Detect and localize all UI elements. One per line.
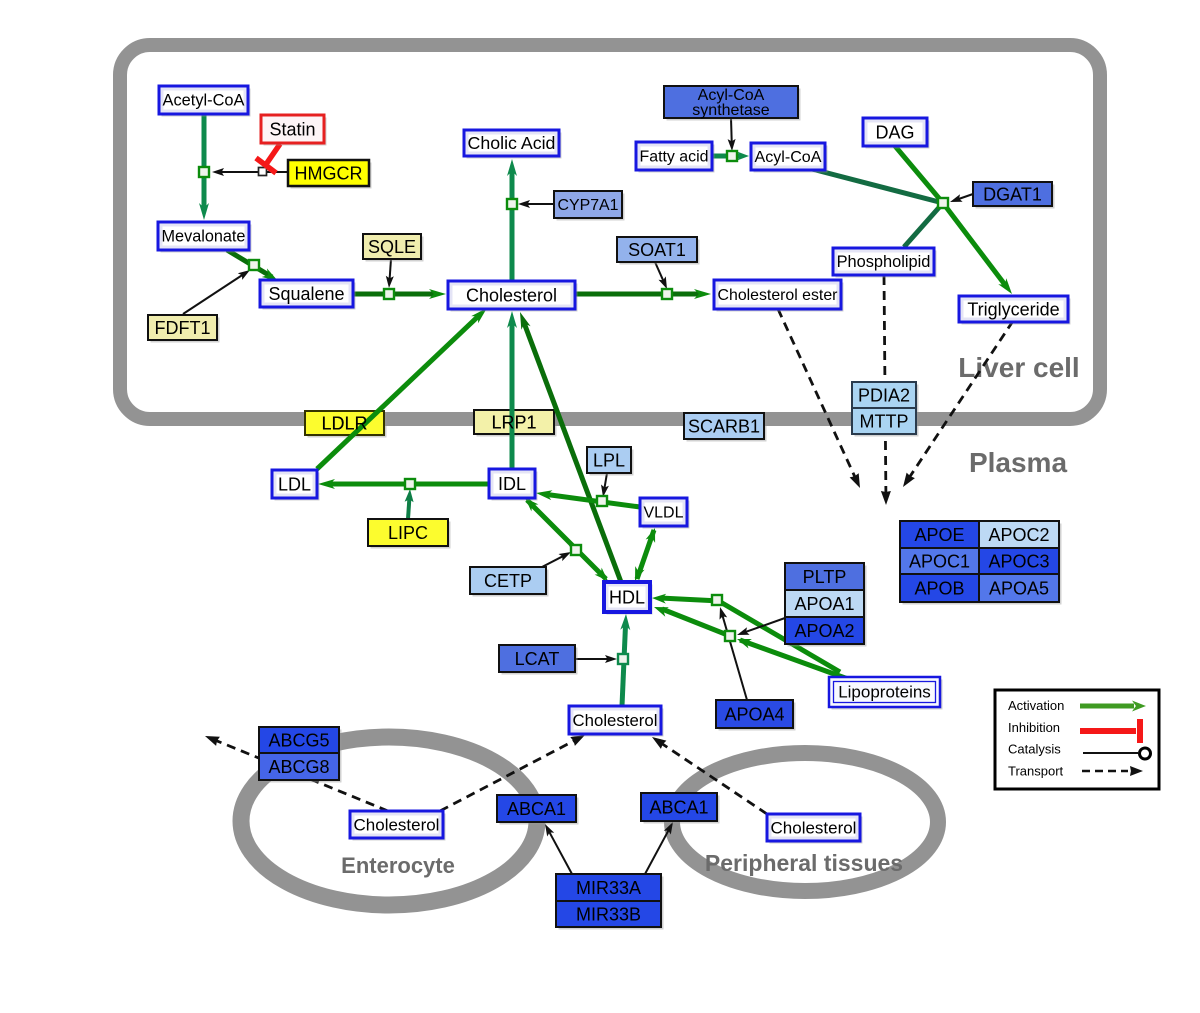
svg-text:Enterocyte: Enterocyte (341, 853, 455, 878)
svg-text:Cholic Acid: Cholic Acid (468, 133, 556, 153)
svg-text:CYP7A1: CYP7A1 (558, 197, 619, 214)
svg-text:APOB: APOB (914, 578, 964, 598)
svg-text:Activation: Activation (1008, 698, 1064, 713)
svg-text:HDL: HDL (609, 587, 645, 607)
svg-text:PDIA2: PDIA2 (858, 385, 910, 405)
svg-text:Squalene: Squalene (268, 284, 344, 304)
svg-text:DAG: DAG (875, 122, 914, 142)
svg-text:Catalysis: Catalysis (1008, 742, 1061, 757)
svg-text:Cholesterol ester: Cholesterol ester (718, 287, 839, 304)
svg-text:Inhibition: Inhibition (1008, 720, 1060, 735)
svg-text:IDL: IDL (498, 474, 526, 494)
svg-text:APOA1: APOA1 (794, 594, 854, 614)
svg-text:DGAT1: DGAT1 (983, 184, 1042, 204)
svg-text:PLTP: PLTP (803, 567, 847, 587)
svg-text:APOC2: APOC2 (988, 525, 1049, 545)
svg-text:Cholesterol: Cholesterol (354, 815, 440, 834)
svg-text:Phospholipid: Phospholipid (837, 253, 931, 271)
svg-text:Plasma: Plasma (969, 447, 1067, 478)
svg-text:synthetase: synthetase (692, 102, 769, 119)
svg-text:APOA5: APOA5 (989, 578, 1049, 598)
svg-text:APOA4: APOA4 (724, 704, 784, 724)
svg-text:APOE: APOE (914, 525, 964, 545)
svg-text:Fatty acid: Fatty acid (640, 149, 709, 166)
svg-text:Statin: Statin (269, 119, 315, 139)
svg-text:Acyl-CoA: Acyl-CoA (698, 87, 765, 104)
svg-text:ABCA1: ABCA1 (649, 797, 708, 817)
svg-text:Acyl-CoA: Acyl-CoA (755, 148, 822, 166)
svg-text:ABCG8: ABCG8 (268, 757, 329, 777)
svg-text:Acetyl-CoA: Acetyl-CoA (163, 92, 245, 110)
svg-text:SQLE: SQLE (368, 237, 416, 257)
svg-text:MTTP: MTTP (860, 411, 909, 431)
svg-text:VLDL: VLDL (644, 505, 684, 522)
svg-text:Cholesterol: Cholesterol (466, 285, 557, 305)
svg-text:LDLR: LDLR (321, 413, 367, 433)
svg-text:LCAT: LCAT (515, 649, 560, 669)
svg-text:Cholesterol: Cholesterol (573, 711, 658, 730)
svg-text:LPL: LPL (593, 450, 625, 470)
svg-text:Peripheral tissues: Peripheral tissues (705, 850, 903, 876)
svg-text:Mevalonate: Mevalonate (162, 228, 246, 246)
svg-text:Liver cell: Liver cell (958, 352, 1079, 383)
svg-text:Cholesterol: Cholesterol (771, 818, 857, 837)
svg-text:ABCG5: ABCG5 (268, 730, 329, 750)
svg-text:Triglyceride: Triglyceride (967, 299, 1059, 319)
svg-text:SCARB1: SCARB1 (688, 416, 760, 436)
svg-text:APOC3: APOC3 (988, 551, 1049, 571)
svg-text:HMGCR: HMGCR (295, 163, 363, 183)
svg-text:APOC1: APOC1 (909, 551, 970, 571)
svg-text:LRP1: LRP1 (491, 412, 536, 432)
svg-text:FDFT1: FDFT1 (155, 318, 211, 338)
svg-text:MIR33B: MIR33B (576, 904, 641, 924)
svg-text:LDL: LDL (278, 474, 311, 494)
svg-text:MIR33A: MIR33A (576, 878, 641, 898)
svg-text:LIPC: LIPC (388, 523, 428, 543)
svg-text:Lipoproteins: Lipoproteins (838, 683, 931, 702)
svg-text:Transport: Transport (1008, 764, 1064, 779)
svg-text:SOAT1: SOAT1 (628, 240, 686, 260)
svg-text:CETP: CETP (484, 571, 532, 591)
svg-text:APOA2: APOA2 (794, 621, 854, 641)
svg-text:LDLR: LDLR (321, 413, 367, 433)
svg-text:ABCA1: ABCA1 (507, 799, 566, 819)
